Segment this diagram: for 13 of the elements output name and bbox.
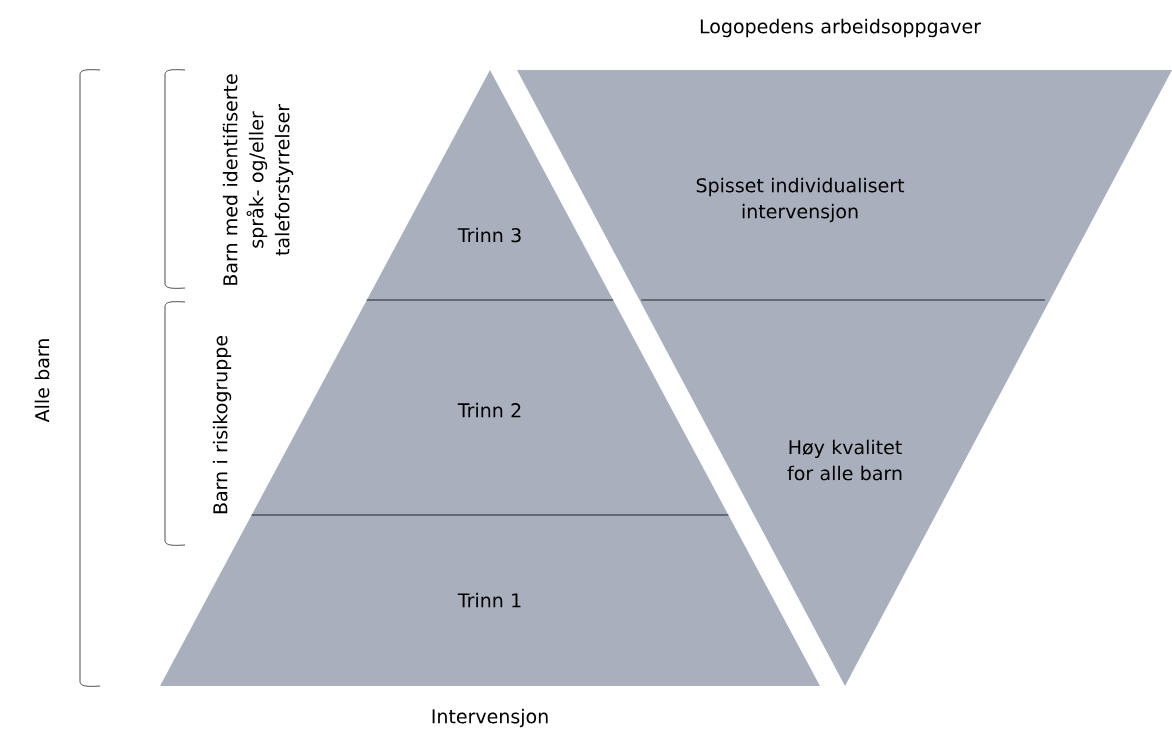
label-text: Logopedens arbeidsoppgaver [700, 18, 981, 38]
node-label: Spisset individualisert intervensjon [696, 177, 905, 223]
node-label: Trinn 2 [457, 402, 521, 418]
label-text: Barn i risikogruppe [212, 335, 232, 514]
label-text: Alle barn [34, 339, 50, 423]
label-text: Intervensjon [432, 708, 548, 728]
node-label: Trinn 1 [457, 592, 521, 608]
pyramid-band: Trinn 1 [160, 515, 820, 686]
node-label: Høy kvalitet for alle barn [787, 439, 902, 481]
pyramid-band: Trinn 3 [366, 70, 614, 300]
label-text: Barn med identifiserte språk- og/eller taleforstyrrelser [222, 74, 294, 285]
pyramid-band: Trinn 2 [251, 300, 729, 515]
pyramid-band: Høy kvalitet for alle barn [639, 300, 1050, 686]
